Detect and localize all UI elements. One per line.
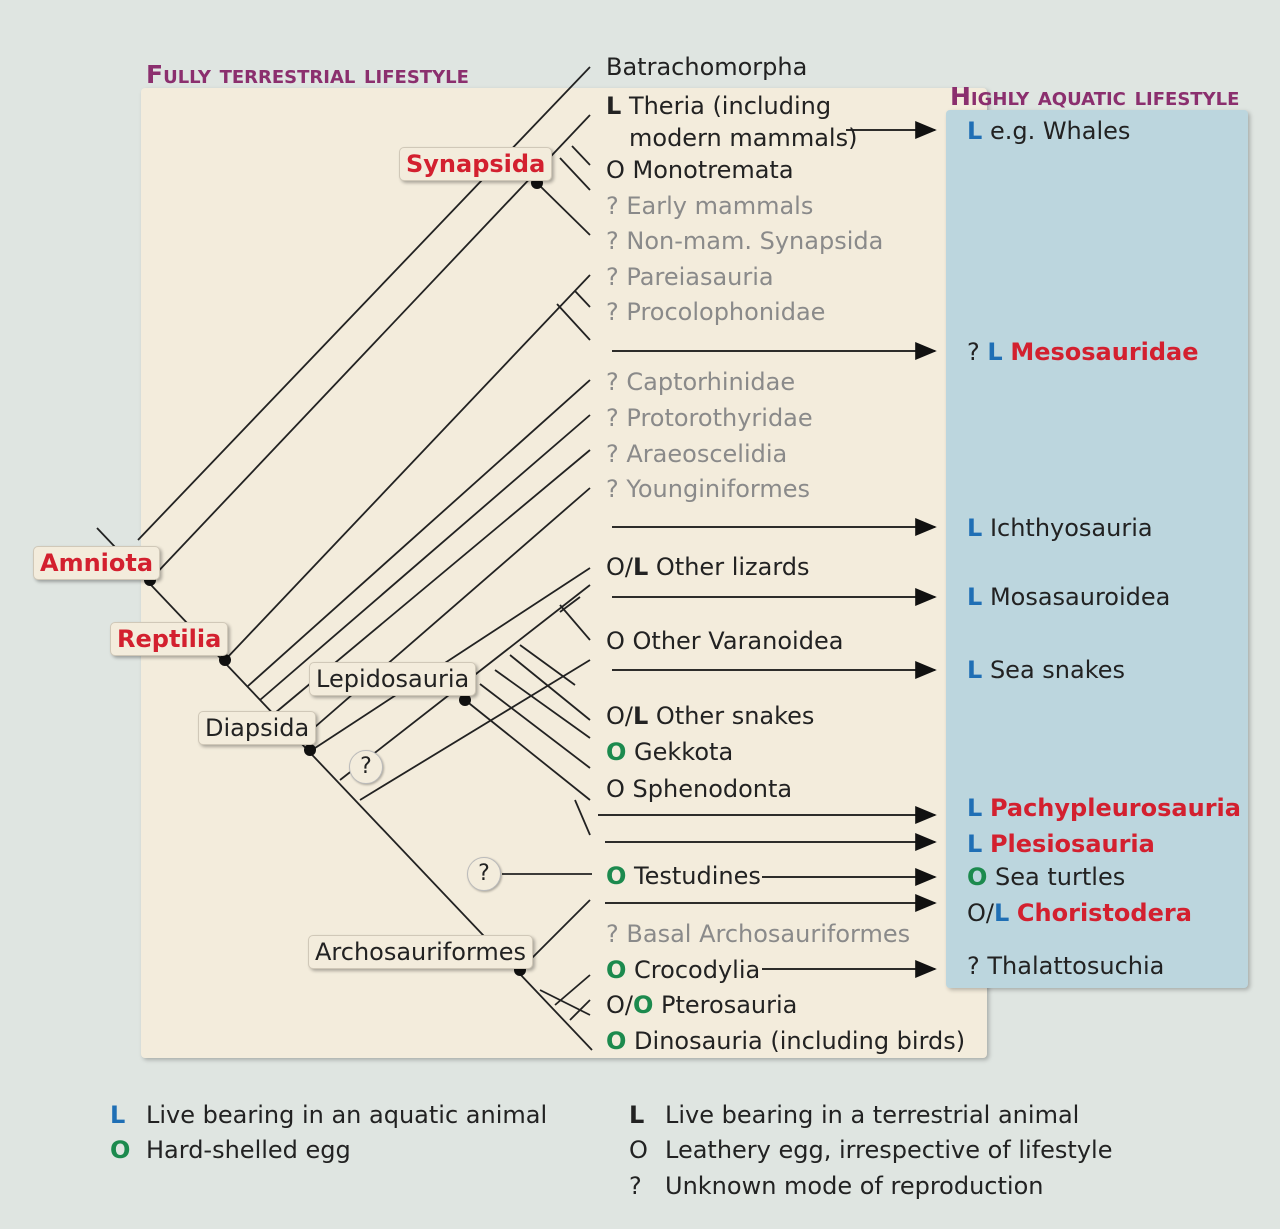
terrestrial-heading: Fully terrestrial lifestyle <box>146 60 469 89</box>
aquatic-mesosauridae: ? L Mesosauridae <box>967 338 1199 366</box>
taxon-captorhinidae: ? Captorhinidae <box>606 368 796 396</box>
aquatic-plesiosauria: L Plesiosauria <box>967 830 1155 858</box>
taxon-non-mam-synapsida: ? Non-mam. Synapsida <box>606 227 884 255</box>
taxon-pareiasauria: ? Pareiasauria <box>606 263 774 291</box>
taxon-batrachomorpha: Batrachomorpha <box>606 53 808 81</box>
aquatic-thalattosuchia: ? Thalattosuchia <box>967 952 1165 980</box>
aquatic-heading: Highly aquatic lifestyle <box>950 82 1240 111</box>
taxon-testudines: O Testudines <box>606 862 761 890</box>
clade-synapsida: Synapsida <box>399 147 553 181</box>
clade-lepidosauria: Lepidosauria <box>309 662 477 696</box>
clade-archosauriformes: Archosauriformes <box>308 935 534 969</box>
taxon-crocodylia: O Crocodylia <box>606 956 761 984</box>
aquatic-choristodera: O/L Choristodera <box>967 899 1192 927</box>
taxon-early-mammals: ? Early mammals <box>606 192 814 220</box>
taxon-theria-line2: modern mammals) <box>629 124 858 152</box>
taxon-other-varanoidea: O Other Varanoidea <box>606 627 844 655</box>
aquatic-whales: L e.g. Whales <box>967 117 1131 145</box>
taxon-dinosauria: O Dinosauria (including birds) <box>606 1027 966 1055</box>
legend-unknown: ?Unknown mode of reproduction <box>629 1172 1044 1200</box>
aquatic-panel <box>946 110 1248 988</box>
taxon-basal-archosauriformes: ? Basal Archosauriformes <box>606 920 911 948</box>
aquatic-sea-snakes: L Sea snakes <box>967 656 1126 684</box>
taxon-araeoscelidia: ? Araeoscelidia <box>606 440 788 468</box>
taxon-theria: L Theria (including <box>606 92 832 120</box>
clade-diapsida: Diapsida <box>198 711 317 745</box>
taxon-pterosauria: O/O Pterosauria <box>606 991 798 1019</box>
aquatic-ichthyosauria: L Ichthyosauria <box>967 514 1153 542</box>
taxon-protorothyridae: ? Protorothyridae <box>606 404 813 432</box>
taxon-gekkota: O Gekkota <box>606 738 734 766</box>
taxon-other-snakes: O/L Other snakes <box>606 702 815 730</box>
taxon-procolophonidae: ? Procolophonidae <box>606 298 826 326</box>
taxon-younginiformes: ? Younginiformes <box>606 475 810 503</box>
aquatic-mosasauroidea: L Mosasauroidea <box>967 583 1171 611</box>
aquatic-sea-turtles: O Sea turtles <box>967 863 1126 891</box>
taxon-other-lizards: O/L Other lizards <box>606 553 810 581</box>
clade-amniota: Amniota <box>33 546 161 580</box>
aquatic-pachypleurosauria: L Pachypleurosauria <box>967 794 1241 822</box>
clade-reptilia: Reptilia <box>110 622 229 656</box>
taxon-sphenodonta: O Sphenodonta <box>606 775 793 803</box>
terrestrial-panel <box>141 88 987 1058</box>
question-circle-testudines: ? <box>467 857 501 891</box>
taxon-monotremata: O Monotremata <box>606 156 794 184</box>
question-circle-diapsid: ? <box>349 750 383 784</box>
